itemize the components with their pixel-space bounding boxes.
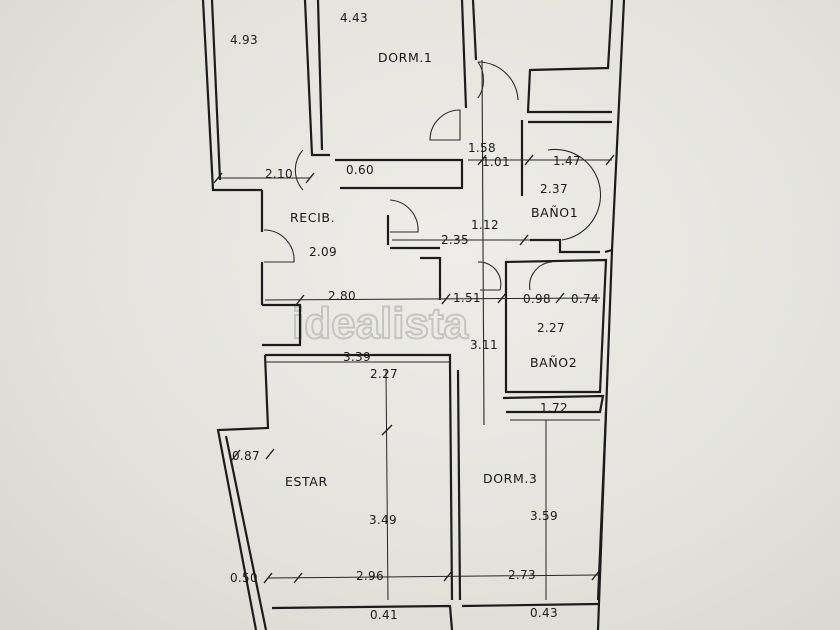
dim-label: 2.37 [540,182,568,196]
wall-closet-dorm3 [502,394,605,414]
dim-label: 0.50 [230,571,258,585]
dim-label: 2.96 [356,569,384,583]
room-label-dorm3: DORM.3 [483,471,537,486]
door-dorm1 [429,109,461,141]
wall-dorm1-right [460,0,468,109]
wall-bottom-dorm3 [461,602,599,608]
door-top-corridor [477,61,519,101]
wall-left-top [201,0,262,192]
dim-label: 3.49 [369,513,397,527]
dim-label: 2.10 [265,167,293,181]
dim-label: 1.51 [453,291,481,305]
dim-label: 0.87 [232,449,260,463]
dim-label: 0.74 [571,292,599,306]
wall-estar-dorm3 [448,364,454,601]
room-label-estar: ESTAR [285,474,328,489]
dim-label: 3.11 [470,338,498,352]
wall-corridor-top [471,0,478,61]
wall-dorm-divider [303,0,330,157]
door-recib [263,229,295,263]
dim-label: 0.98 [523,292,551,306]
dim-label: 2.27 [537,321,565,335]
dim-label: 1.72 [540,401,568,415]
wall-right-outer [604,0,626,254]
door-left-room [294,149,304,191]
wall-right-lower [596,249,614,630]
room-label-recib: RECIB. [290,210,335,225]
room-label-bano2: BAÑO2 [530,355,577,370]
dim-label: 2.35 [441,233,469,247]
doors [263,61,602,291]
door-entry [389,199,419,233]
wall-left-slant [216,354,270,630]
dim-label: 3.59 [530,509,558,523]
door-hall-right [529,261,553,291]
door-bano1 [547,148,602,241]
wall-left-slant-inner [224,435,268,630]
dim-label: 3.39 [343,350,371,364]
dimension-labels: 4.93 4.43 2.10 0.60 1.58 1.01 1.47 2.37 … [230,11,599,622]
wall-estar-dorm3-inner [456,369,462,601]
dim-label: 0.43 [530,606,558,620]
dim-label: 1.01 [482,155,510,169]
wall-top-right [526,0,614,114]
dim-label: 0.60 [346,163,374,177]
wall-closet [335,158,464,190]
dim-label: 4.93 [230,33,258,47]
dim-label: 1.58 [468,141,496,155]
dimension-lines [213,154,615,601]
wall-storage-left [262,303,302,347]
wall-bano1-bottom [530,238,600,254]
dim-label: 2.80 [328,289,356,303]
wall-bano2 [504,258,608,394]
dim-label: 2.73 [508,568,536,582]
dim-label: 2.09 [309,245,337,259]
room-label-bano1: BAÑO1 [531,205,578,220]
corridor-line [481,59,485,426]
door-bano2 [477,261,502,291]
room-labels: DORM.1 RECIB. BAÑO1 BAÑO2 ESTAR DORM.3 [285,50,578,489]
dim-label: 2.27 [370,367,398,381]
dim-label: 0.41 [370,608,398,622]
wall-hall-block [420,256,442,300]
dim-label: 4.43 [340,11,368,25]
watermark: idealista [292,299,469,348]
wall-dorm-divider-inner [316,0,324,151]
dim-label: 1.47 [553,154,581,168]
walls [201,0,626,630]
room-label-dorm1: DORM.1 [378,50,432,65]
dim-label: 1.12 [471,218,499,232]
wall-bottom-estar [271,604,454,630]
wall-left-top-inner [210,0,222,181]
